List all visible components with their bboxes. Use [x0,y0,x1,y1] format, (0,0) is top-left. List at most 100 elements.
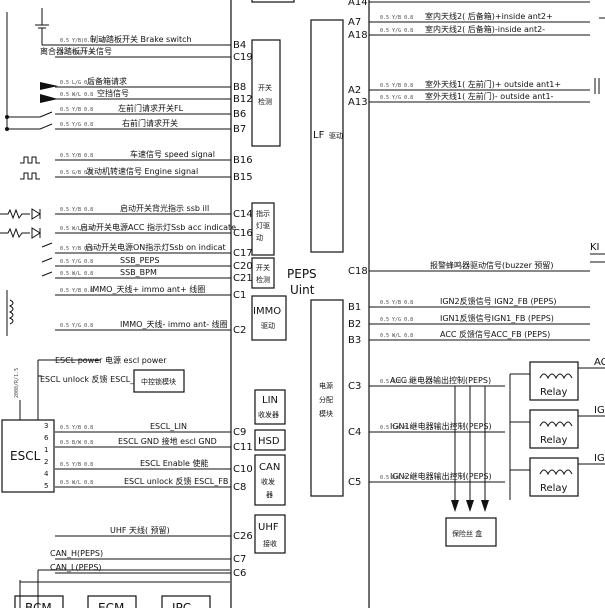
pin-id: A18 [348,30,368,41]
pin-label: ESCL Enable 使能 [140,458,209,468]
escl-unlock-label: ESCL unlock 反馈 ESCL_FB [40,374,144,384]
wire-code: 0.5 Y/B 0.8 [60,462,93,468]
wire-code: 0.5 Y/B(0.8) 10 [60,38,105,44]
pin-label: 车速信号 speed signal [130,149,215,159]
ki-label: KI [590,242,600,253]
svg-text:HSD: HSD [258,436,280,447]
pin-id: C17 [233,248,253,259]
relay-out-label: AC [594,357,605,368]
svg-text:接收: 接收 [263,539,277,548]
module-hsd: HSD [254,429,286,451]
module-power-distribution: 电源分配模块 [310,299,344,497]
pin-id: C11 [233,442,253,453]
wire-code: 0.5 Y/G 0.8 [380,317,413,323]
relay-out-label: IG [594,405,605,416]
pin-label: ACC 继电器输出控制(PEPS) [390,375,491,385]
escl-module: ESCL 3 6 1 2 4 5 ESCL power 电源 escl powe… [1,355,185,493]
module-immo: IMMO 驱动 [251,295,287,341]
pin-label: 制动踏板开关 Brake switch [90,34,192,44]
can-bus [19,569,230,608]
pin-id: C26 [233,531,253,542]
ecu-box-ipc: IPC [161,595,211,608]
pin-label: IGN1继电器输出控制(PEPS) [390,421,492,431]
immo-coil [6,290,14,336]
wire-code: 0.5 L/G 0.8 [60,80,93,86]
fuse-box: 保险丝 盒 [445,517,497,547]
pin-id: A7 [348,17,361,28]
pin-id: B15 [233,172,253,183]
escl-ctrl-label: 中控锁模块 [141,377,176,386]
pin-label: CAN_H(PEPS) [50,549,103,558]
pin-id: B16 [233,155,253,166]
pin-label: 室外天线1( 左前门)- outside ant1- [425,91,554,101]
pin-label: 室内天线2( 后备箱)-inside ant2- [425,24,545,34]
svg-text:驱动: 驱动 [261,321,275,330]
wire-code: 0.5 Y/B 0.8 [380,300,413,306]
pin-label: ESCL unlock 反馈 ESCL_FB [124,476,228,486]
svg-text:器: 器 [266,491,273,499]
wire-code: 0.5 G/B 0.8 [60,170,93,176]
speed-signal-waveform [20,156,40,180]
svg-text:驱动: 驱动 [329,131,343,140]
pin-label: 室内天线2( 后备箱)+inside ant2+ [425,11,553,21]
led-indicators [0,208,53,277]
module-indicator-driver: 指示灯驱动 [251,202,275,256]
peps-subtitle: Uint [290,283,315,297]
pin-id: C21 [233,273,253,284]
svg-text:LF: LF [313,130,325,141]
wire-code: 0.5 Y/B 0.8 [60,246,93,252]
pin-id: C1 [233,290,246,301]
svg-text:收发器: 收发器 [258,410,279,419]
pin-label: 室外天线1( 左前门)+ outside ant1+ [425,79,561,89]
pin-id: A14 [348,0,368,8]
pin-label: 后备箱请求 [87,76,127,86]
wire-code: 0.5 Y/B 0.8 [60,425,93,431]
escl-title: ESCL [10,449,41,463]
wire-code: 0.5 Y/G 0.8 [60,122,93,128]
pin-label: IMMO_天线- immo ant- 线圈 [120,319,228,329]
pin-id: C3 [348,381,361,392]
relay-label: Relay [540,483,568,494]
module-switch-detect-2: 开关检测 [251,257,275,289]
antenna-symbols [594,17,605,94]
wire-code: 0.5 Y/G 0.8 [60,50,93,56]
ecu-box-ecm: ECM [87,595,137,608]
pin-label: SSB_BPM [120,268,157,277]
svg-text:LIN: LIN [262,395,278,406]
svg-text:电源分配模块: 电源分配模块 [319,381,333,418]
pin-label: 离合器踏板开关信号 [40,46,112,56]
wire-code: 0.5 Y/B 0.8 [380,15,413,21]
peps-title: PEPS [287,267,317,281]
pin-label: 启动开关电源ON指示灯Ssb on indicat [85,242,226,252]
wire-code: 0.5 W/L 0.8 [60,92,93,98]
svg-text:4: 4 [44,470,49,478]
brake-switch-circuit [5,8,230,131]
pin-id: C14 [233,209,253,220]
pin-label: CAN_L(PEPS) [50,563,102,572]
pin-label: ESCL_LIN [150,422,187,431]
wire-code: 0.5 Y/B 0.8 [60,107,93,113]
pin-id: C18 [348,266,368,277]
wire-code: 0.5 Y/B 0.8 [60,207,93,213]
pin-id: A13 [348,97,368,108]
pin-label: 发动机转速信号 Engine signal [86,166,198,176]
